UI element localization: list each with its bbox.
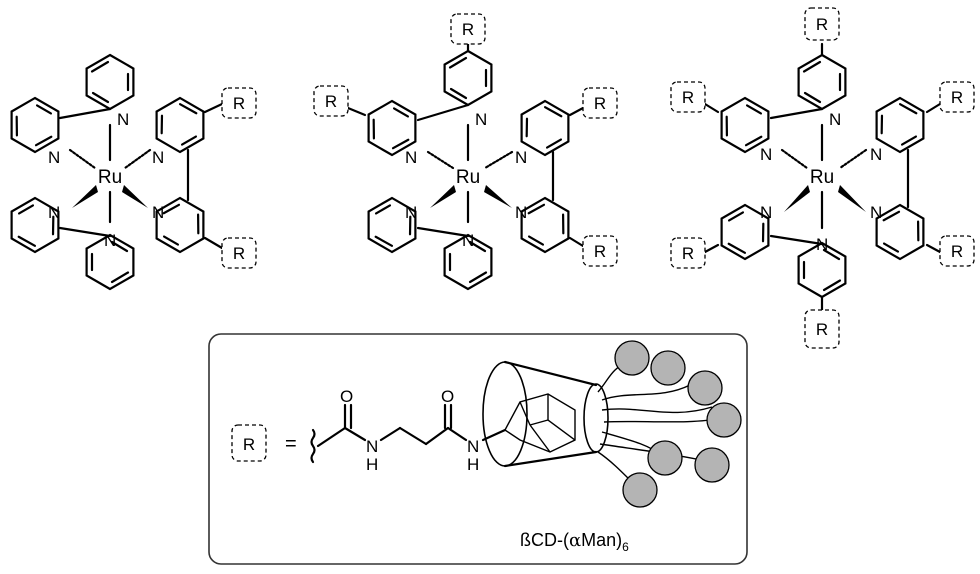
o-atom: O: [340, 387, 353, 406]
r-group-box: [939, 235, 975, 267]
panel-border: [208, 333, 748, 565]
n-atom: N: [366, 437, 378, 456]
n-atom: N: [117, 110, 129, 129]
n-atom: N: [152, 148, 164, 167]
r-group-box: [313, 85, 349, 117]
r-group-box: [450, 13, 486, 45]
n-atom: N: [829, 110, 841, 129]
ru-atom: Ru: [810, 167, 834, 188]
bcd-caption: ßCD-(αMan)6: [520, 530, 629, 554]
r-group-label: R: [682, 88, 694, 107]
r-group-label: R: [816, 320, 828, 339]
ru-atom: Ru: [98, 167, 122, 188]
cyclodextrin-cone: [482, 360, 609, 468]
r-group-label: R: [951, 88, 963, 107]
r-group-label: R: [233, 244, 245, 263]
n-atom: N: [760, 145, 772, 164]
n-atom: N: [475, 110, 487, 129]
n-atom: N: [870, 145, 882, 164]
r-group-label: R: [594, 242, 606, 261]
wavy-attachment: [310, 428, 316, 464]
mannose-beads: [614, 340, 742, 508]
r-group-box: [221, 87, 257, 119]
n-atom: N: [405, 203, 417, 222]
r-group-label: R: [594, 94, 606, 113]
n-atom: N: [467, 437, 479, 456]
r-group-box: [221, 237, 257, 269]
r-symbol-box: [231, 424, 267, 462]
o-atom: O: [441, 387, 454, 406]
mannose-bead: [622, 472, 658, 508]
r-group-label: R: [325, 92, 337, 111]
complex-mono-substituted: Ru N N N N N N R R: [0, 53, 257, 291]
n-atom: N: [48, 148, 60, 167]
n-atom: N: [816, 235, 828, 254]
r-group-definition-panel: R = O N H O N H: [208, 333, 748, 565]
mannose-bead: [706, 402, 742, 438]
n-atom: N: [515, 148, 527, 167]
r-group-box: [582, 87, 618, 119]
n-atom: N: [515, 203, 527, 222]
r-group-label: R: [951, 242, 963, 261]
equals-sign: =: [285, 433, 297, 455]
r-group-box: [582, 235, 618, 267]
complex-tris-substituted: Ru N N N N N N R R R R R R: [670, 7, 975, 349]
r-group-box: [670, 81, 706, 113]
n-atom: N: [405, 148, 417, 167]
n-atom: N: [870, 203, 882, 222]
r-group-label: R: [462, 20, 474, 39]
r-group-label: R: [233, 94, 245, 113]
ru-atom: Ru: [456, 167, 480, 188]
n-atom: N: [104, 231, 116, 250]
mannose-bead: [650, 350, 686, 386]
r-symbol: R: [243, 435, 255, 454]
adamantane-core: [504, 393, 576, 453]
r-group-box: [939, 81, 975, 113]
n-atom: N: [48, 203, 60, 222]
complex-bis-substituted: Ru N N N N N N R R R R: [313, 13, 618, 291]
mannose-bead: [614, 340, 650, 376]
n-atom: N: [462, 231, 474, 250]
n-atom: N: [760, 203, 772, 222]
r-group-label: R: [816, 15, 828, 34]
r-group-box: [804, 7, 840, 41]
h-atom: H: [467, 455, 479, 474]
mannose-bead: [694, 447, 730, 483]
n-atom: N: [152, 203, 164, 222]
mannose-bead: [647, 440, 683, 476]
r-group-label: R: [682, 244, 694, 263]
r-group-box: [804, 309, 840, 349]
h-atom: H: [366, 455, 378, 474]
mannose-bead: [687, 370, 723, 406]
r-group-box: [670, 237, 706, 269]
